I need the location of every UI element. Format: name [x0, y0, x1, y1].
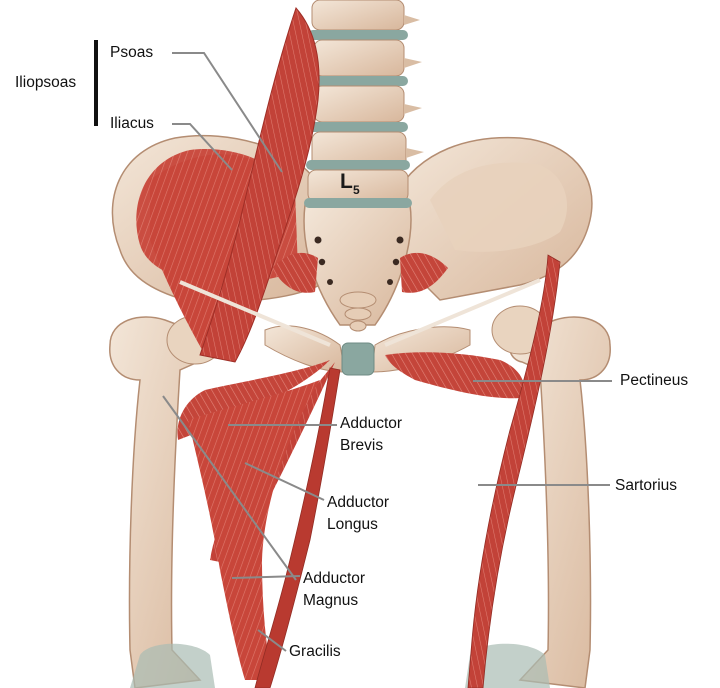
lumbar-spine [304, 0, 424, 208]
gracilis-label: Gracilis [289, 642, 341, 661]
adductor-longus-label-line2: Longus [327, 515, 378, 534]
sartorius-label: Sartorius [615, 476, 677, 495]
psoas-label: Psoas [110, 43, 153, 62]
vertebra-label: L [340, 170, 353, 194]
iliopsoas-bracket-icon [94, 40, 98, 126]
adductor-magnus-label-line2: Magnus [303, 591, 358, 610]
iliopsoas-label: Iliopsoas [15, 73, 76, 92]
pectineus-muscle [385, 352, 524, 398]
adductor-magnus-label-line1: Adductor [303, 569, 365, 588]
adductor-brevis-label-line1: Adductor [340, 414, 402, 433]
adductor-brevis-label-line2: Brevis [340, 436, 383, 455]
pectineus-label: Pectineus [620, 371, 688, 390]
adductor-longus-label-line1: Adductor [327, 493, 389, 512]
vertebra-subscript: 5 [353, 183, 360, 197]
iliacus-label: Iliacus [110, 114, 154, 133]
left-femur [110, 316, 223, 688]
